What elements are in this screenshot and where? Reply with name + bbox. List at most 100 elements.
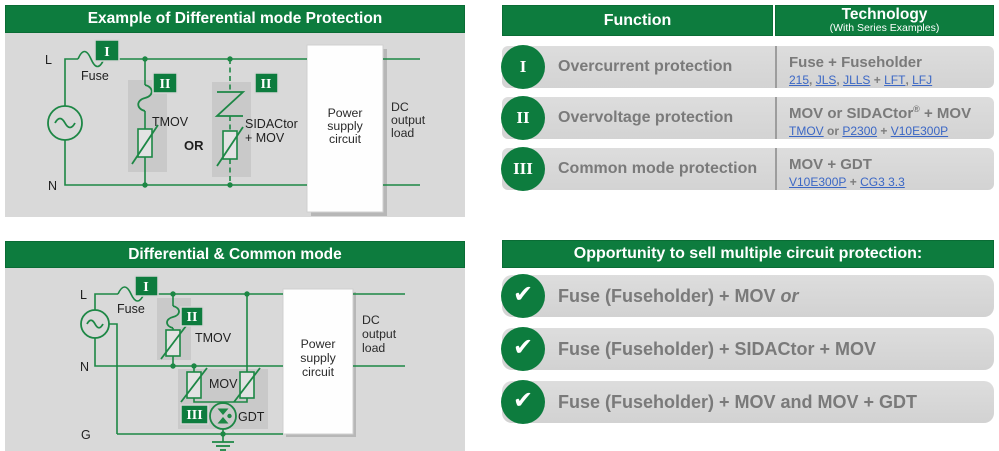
- opportunity-title: Opportunity to sell multiple circuit pro…: [502, 240, 994, 268]
- dc-load-label-line3: load: [391, 126, 414, 140]
- table-header-technology: Technology (With Series Examples): [775, 5, 994, 36]
- table-row-overcurrent: I Overcurrent protection Fuse + Fusehold…: [501, 45, 994, 89]
- power-supply-label-line1: Power: [328, 106, 363, 120]
- sidactor-label-line1: SIDACtor: [245, 117, 298, 131]
- power-supply-box: [282, 288, 356, 437]
- technology-header-subtitle: (With Series Examples): [829, 22, 940, 34]
- line-l-label: L: [45, 53, 52, 67]
- power-supply-label-line3: circuit: [302, 365, 335, 379]
- dc-load-label-line2: output: [391, 113, 426, 127]
- dc-load-label-line1: DC: [362, 313, 380, 327]
- column-divider: [775, 97, 777, 139]
- function-label: Common mode protection: [558, 160, 758, 177]
- tmov-badge: II: [180, 306, 204, 327]
- series-link[interactable]: P2300: [842, 124, 878, 138]
- ac-source-icon: [80, 309, 110, 339]
- dc-load-label-line1: DC: [391, 100, 409, 114]
- check-icon: ✔: [501, 274, 545, 318]
- technology-title: Fuse + Fuseholder: [789, 54, 922, 71]
- series-links: TMOV or P2300 + V10E300P: [789, 123, 971, 139]
- series-links: V10E300P + CG3 3.3: [789, 174, 905, 190]
- column-divider: [775, 46, 777, 88]
- numeral-badge-III: III: [501, 147, 545, 191]
- technology-header-title: Technology: [841, 6, 928, 23]
- opportunity-item-3: ✔ Fuse (Fuseholder) + MOV and MOV + GDT: [501, 380, 994, 424]
- common-mode-circuit: I II III L N G Fuse TMOV MOV GDT Power s…: [80, 275, 405, 451]
- series-link[interactable]: CG3 3.3: [860, 175, 905, 189]
- diagram2-panel: I II III L N G Fuse TMOV MOV GDT Power s…: [5, 268, 465, 451]
- technology-cell: MOV or SIDACtor® + MOV TMOV or P2300 + V…: [789, 100, 971, 139]
- power-supply-box: [306, 44, 387, 216]
- tmov-badge: II: [152, 72, 178, 94]
- fuse-label: Fuse: [117, 302, 145, 316]
- link-separator: ,: [836, 73, 844, 87]
- numeral-badge-I: I: [501, 45, 545, 89]
- sidactor-badge: II: [254, 72, 279, 94]
- column-divider: [775, 148, 777, 190]
- svg-text:I: I: [104, 45, 109, 60]
- table-row-common-mode: III Common mode protection MOV + GDT V10…: [501, 147, 994, 191]
- circuit-wires: [94, 286, 405, 435]
- series-link[interactable]: JLLS: [843, 73, 871, 87]
- numeral-badge-II: II: [501, 96, 545, 140]
- opportunity-item-text: Fuse (Fuseholder) + SIDACtor + MOV: [558, 339, 877, 359]
- tmov-varistor-icon: [131, 59, 159, 185]
- differential-mode-circuit: I II II L N Fuse TMOV OR SIDACtor + MOV …: [45, 39, 426, 216]
- opportunity-item-2: ✔ Fuse (Fuseholder) + SIDACtor + MOV: [501, 327, 994, 371]
- ac-source-icon: [47, 105, 83, 141]
- svg-text:II: II: [261, 77, 272, 92]
- mov-label: MOV: [209, 377, 238, 391]
- technology-title: MOV or SIDACtor® + MOV: [789, 104, 972, 122]
- svg-text:III: III: [186, 408, 202, 423]
- svg-text:II: II: [160, 77, 171, 92]
- table-row-overvoltage: II Overvoltage protection MOV or SIDACto…: [501, 96, 994, 140]
- power-supply-label-line1: Power: [301, 337, 336, 351]
- mov-pair-icon: [180, 294, 261, 403]
- link-separator: +: [870, 73, 885, 87]
- series-link[interactable]: 215: [789, 73, 810, 87]
- dc-load-label-line3: load: [362, 341, 385, 355]
- series-link[interactable]: JLS: [815, 73, 837, 87]
- line-g-label: G: [81, 428, 91, 442]
- series-link[interactable]: TMOV: [789, 124, 824, 138]
- series-links: 215, JLS, JLLS + LFT, LFJ: [789, 72, 932, 88]
- series-link[interactable]: V10E300P: [789, 175, 847, 189]
- function-label: Overvoltage protection: [558, 109, 734, 126]
- earth-ground-icon: [212, 441, 234, 451]
- circuit-wires: [64, 50, 420, 186]
- link-separator: +: [877, 124, 891, 138]
- diagram2-title: Differential & Common mode: [5, 241, 465, 268]
- series-link[interactable]: V10E300P: [890, 124, 949, 138]
- link-separator: ,: [809, 73, 816, 87]
- sidactor-highlight-box: [212, 82, 251, 177]
- svg-text:II: II: [187, 310, 198, 325]
- sidactor-label-line2: + MOV: [245, 131, 285, 145]
- tmov-label: TMOV: [195, 331, 232, 345]
- power-supply-label-line3: circuit: [329, 132, 362, 146]
- link-separator: ,: [905, 73, 913, 87]
- link-separator: or: [823, 124, 843, 138]
- or-label: OR: [184, 138, 204, 153]
- line-n-label: N: [80, 360, 89, 374]
- technology-cell: MOV + GDT V10E300P + CG3 3.3: [789, 151, 905, 190]
- series-link[interactable]: LFT: [884, 73, 906, 87]
- power-supply-label-line2: supply: [300, 351, 336, 365]
- junction-dots: [170, 291, 250, 437]
- line-n-label: N: [48, 179, 57, 193]
- dc-load-label-line2: output: [362, 327, 397, 341]
- table-header-function: Function: [502, 5, 773, 36]
- function-label: Overcurrent protection: [558, 58, 733, 75]
- opportunity-item-text: Fuse (Fuseholder) + MOV and MOV + GDT: [558, 392, 918, 412]
- technology-cell: Fuse + Fuseholder 215, JLS, JLLS + LFT, …: [789, 49, 932, 88]
- tmov-label: TMOV: [152, 115, 189, 129]
- overcurrent-badge: I: [134, 275, 159, 297]
- line-l-label: L: [80, 288, 87, 302]
- diagram1-panel: I II II L N Fuse TMOV OR SIDACtor + MOV …: [5, 33, 465, 217]
- svg-text:I: I: [143, 280, 148, 295]
- diagram1-title: Example of Differential mode Protection: [5, 5, 465, 33]
- series-link[interactable]: LFJ: [912, 73, 933, 87]
- gdt-badge: III: [180, 404, 209, 425]
